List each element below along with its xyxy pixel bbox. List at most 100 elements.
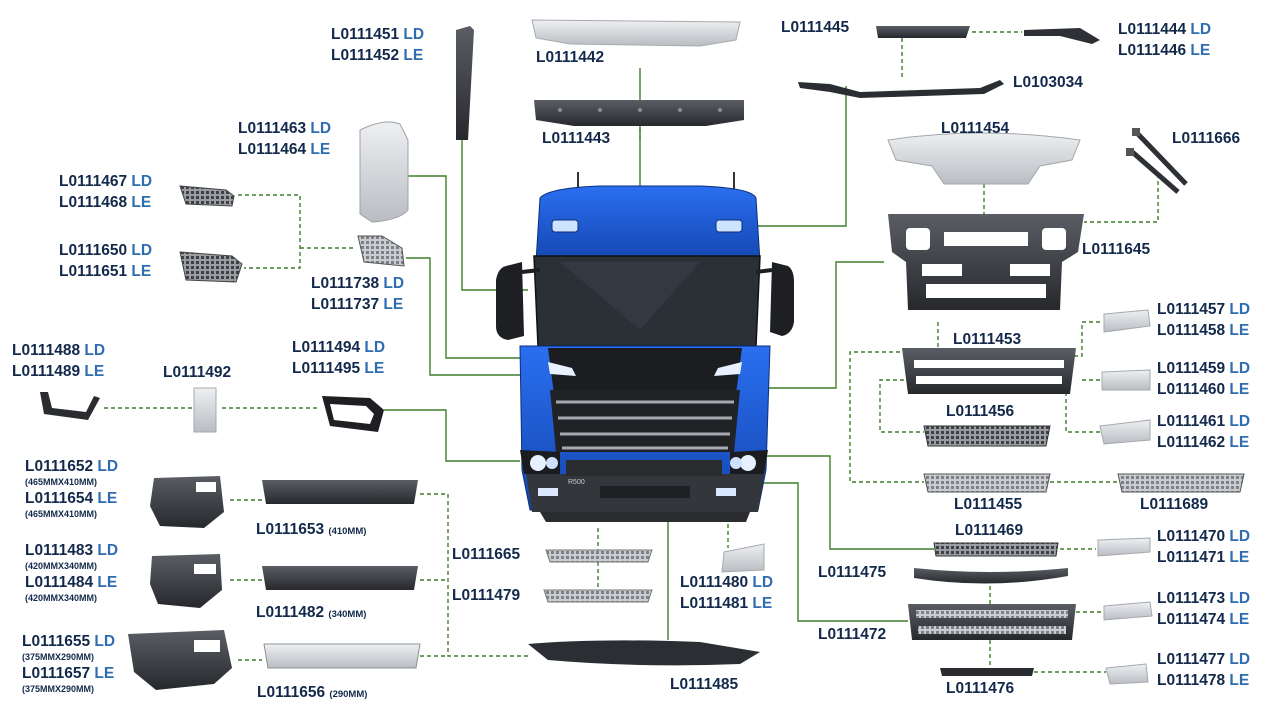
part-grille-frame — [902, 348, 1076, 394]
part-code: L0111473 — [1157, 590, 1226, 607]
part-mesh-689 — [1117, 473, 1245, 493]
part-cover-492 — [193, 387, 217, 433]
leader-l0111457 — [1074, 321, 1100, 357]
part-code: L0111654 — [25, 490, 94, 507]
label-l0111653: L0111653 (410MM) — [256, 519, 366, 542]
side-code: LD — [1229, 528, 1251, 545]
part-mesh-479 — [543, 589, 653, 603]
truck-badge: R500 — [568, 479, 585, 486]
label-l0111475: L0111475 — [818, 562, 886, 583]
part-code: L0111451 — [331, 26, 400, 43]
part-bumper-656 — [263, 643, 421, 669]
part-bumper-653 — [262, 480, 418, 504]
part-code: L0111467 — [59, 173, 128, 190]
mirror-left — [496, 262, 524, 340]
side-code: LD — [403, 26, 425, 43]
part-side-grille-upper — [179, 185, 235, 207]
label-l0111442: L0111442 — [536, 47, 604, 68]
length-note: (340MM) — [328, 609, 367, 620]
side-code: LD — [383, 275, 405, 292]
part-code: L0111460 — [1157, 381, 1226, 398]
part-trim-480 — [721, 543, 765, 573]
dimension-note: (375MMX290MM) — [22, 652, 95, 662]
leader-l0111666 — [1084, 174, 1159, 223]
label-l0111467: L0111467 LD L0111468 LE — [59, 171, 152, 213]
part-code: L0111689 — [1140, 496, 1209, 513]
side-code: LE — [1229, 672, 1250, 689]
side-code: LD — [131, 173, 153, 190]
part-code: L0111477 — [1157, 651, 1226, 668]
side-code: LD — [131, 242, 153, 259]
label-l0111454: L0111454 — [941, 118, 1009, 139]
side-code: LE — [1190, 42, 1211, 59]
part-code: L0111459 — [1157, 360, 1226, 377]
label-l0111444: L0111444 LD L0111446 LE — [1118, 19, 1211, 61]
side-code: LE — [310, 141, 331, 158]
side-code: LE — [1229, 611, 1250, 628]
label-l0111459: L0111459 LD L0111460 LE — [1157, 358, 1250, 400]
part-a-pillar — [456, 26, 474, 140]
part-code: L0111651 — [59, 263, 128, 280]
part-code: L0111492 — [163, 364, 232, 381]
part-trim-461 — [1099, 419, 1151, 445]
leader-l0111455 — [849, 351, 924, 483]
label-l0111443: L0111443 — [542, 128, 610, 149]
part-corner-655 — [128, 630, 232, 690]
side-code: LD — [364, 339, 386, 356]
label-l0111483: L0111483 LD (420MMX340MM) L0111484 LE (4… — [25, 540, 118, 604]
part-code: L0111456 — [946, 403, 1015, 420]
part-code: L0111478 — [1157, 672, 1226, 689]
label-l0111666: L0111666 — [1172, 128, 1240, 149]
label-l0111445: L0111445 — [781, 17, 849, 38]
side-code: LD — [94, 633, 116, 650]
part-code: L0111495 — [292, 360, 361, 377]
part-bracket-488 — [40, 392, 100, 420]
part-code: L0111483 — [25, 542, 94, 559]
part-corner-panel — [359, 121, 409, 223]
part-roof-trim — [876, 26, 970, 38]
leader-l0111467 — [238, 194, 301, 269]
side-code: LE — [364, 360, 385, 377]
label-l0111652: L0111652 LD (465MMX410MM) L0111654 LE (4… — [25, 456, 118, 520]
front-hatch — [548, 348, 742, 394]
label-l0111453: L0111453 — [953, 329, 1021, 350]
leader-l0111456 — [879, 379, 924, 433]
part-code: L0111489 — [12, 363, 81, 380]
part-code: L0111454 — [941, 120, 1010, 137]
part-code: L0111475 — [818, 564, 887, 581]
part-code: L0111737 — [311, 296, 380, 313]
part-strip-475 — [914, 568, 1068, 584]
part-code: L0111462 — [1157, 434, 1226, 451]
part-code: L0111471 — [1157, 549, 1226, 566]
label-l0111457: L0111457 LD L0111458 LE — [1157, 299, 1250, 341]
length-note: (290MM) — [329, 689, 368, 700]
part-code: L0111476 — [946, 680, 1015, 697]
part-code: L0111443 — [542, 130, 611, 147]
part-code: L0111480 — [680, 574, 749, 591]
part-code: L0111472 — [818, 626, 887, 643]
part-mesh-456 — [923, 425, 1051, 447]
part-code: L0111645 — [1082, 241, 1151, 258]
side-code: LD — [84, 342, 106, 359]
label-l0111494: L0111494 LD L0111495 LE — [292, 337, 385, 379]
label-l0111650: L0111650 LD L0111651 LE — [59, 240, 152, 282]
side-code: LD — [1229, 301, 1251, 318]
grille — [550, 390, 740, 452]
part-code: L0111463 — [238, 120, 307, 137]
part-code: L0111453 — [953, 331, 1022, 348]
part-code: L0111657 — [22, 665, 91, 682]
cab-roof — [535, 185, 761, 263]
dimension-note: (420MMX340MM) — [25, 561, 98, 571]
side-code: LD — [1229, 590, 1251, 607]
part-code: L0111479 — [452, 587, 521, 604]
side-code: LD — [1190, 21, 1212, 38]
side-code: LD — [1229, 413, 1251, 430]
side-code: LD — [1229, 360, 1251, 377]
label-l0111492: L0111492 — [163, 362, 231, 383]
part-bumper-482 — [262, 566, 418, 590]
part-code: L0111485 — [670, 676, 739, 693]
part-code: L0111445 — [781, 19, 850, 36]
part-visor-bracket — [534, 100, 744, 126]
part-code: L0111444 — [1118, 21, 1187, 38]
